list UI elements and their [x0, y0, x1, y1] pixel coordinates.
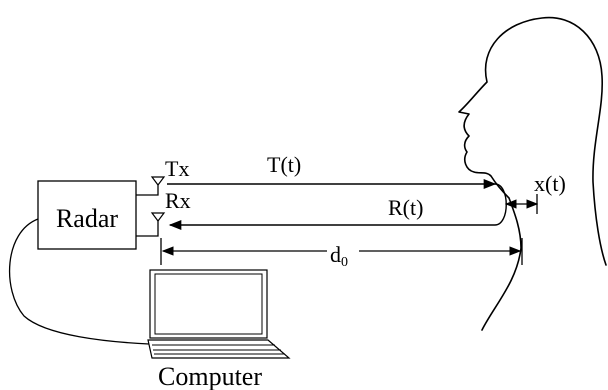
rx-label: Rx — [165, 188, 191, 213]
tx-feed-line — [136, 184, 159, 196]
radar-label: Radar — [56, 204, 118, 233]
laptop-screen-outer — [149, 269, 268, 339]
distance-label-base: d — [330, 242, 341, 267]
computer-label: Computer — [158, 362, 262, 390]
person-head-outline — [458, 16, 607, 331]
computer-laptop-icon — [147, 269, 291, 359]
radar-computer-cable — [8, 218, 150, 345]
displacement-label: x(t) — [534, 171, 566, 196]
rx-antenna-icon — [150, 212, 166, 222]
distance-label-bg — [327, 238, 359, 266]
laptop-base — [147, 339, 291, 359]
distance-indicator: d0 — [160, 238, 523, 270]
signal-path: T(t) R(t) — [167, 152, 507, 231]
displacement-indicator: x(t) — [504, 171, 566, 214]
radar-box — [37, 180, 137, 250]
tx-antenna-icon — [150, 176, 166, 186]
transmit-signal-label: T(t) — [267, 152, 301, 177]
receive-signal-label: R(t) — [388, 195, 423, 220]
tx-antenna: Tx — [136, 156, 189, 196]
distance-label-subscript: 0 — [341, 255, 348, 270]
rx-antenna: Rx — [136, 188, 191, 237]
tx-label: Tx — [165, 156, 189, 181]
distance-label: d0 — [330, 242, 348, 270]
laptop-screen-inner — [154, 273, 263, 335]
radar-unit: Radar — [37, 180, 137, 250]
rx-feed-line — [136, 220, 159, 237]
